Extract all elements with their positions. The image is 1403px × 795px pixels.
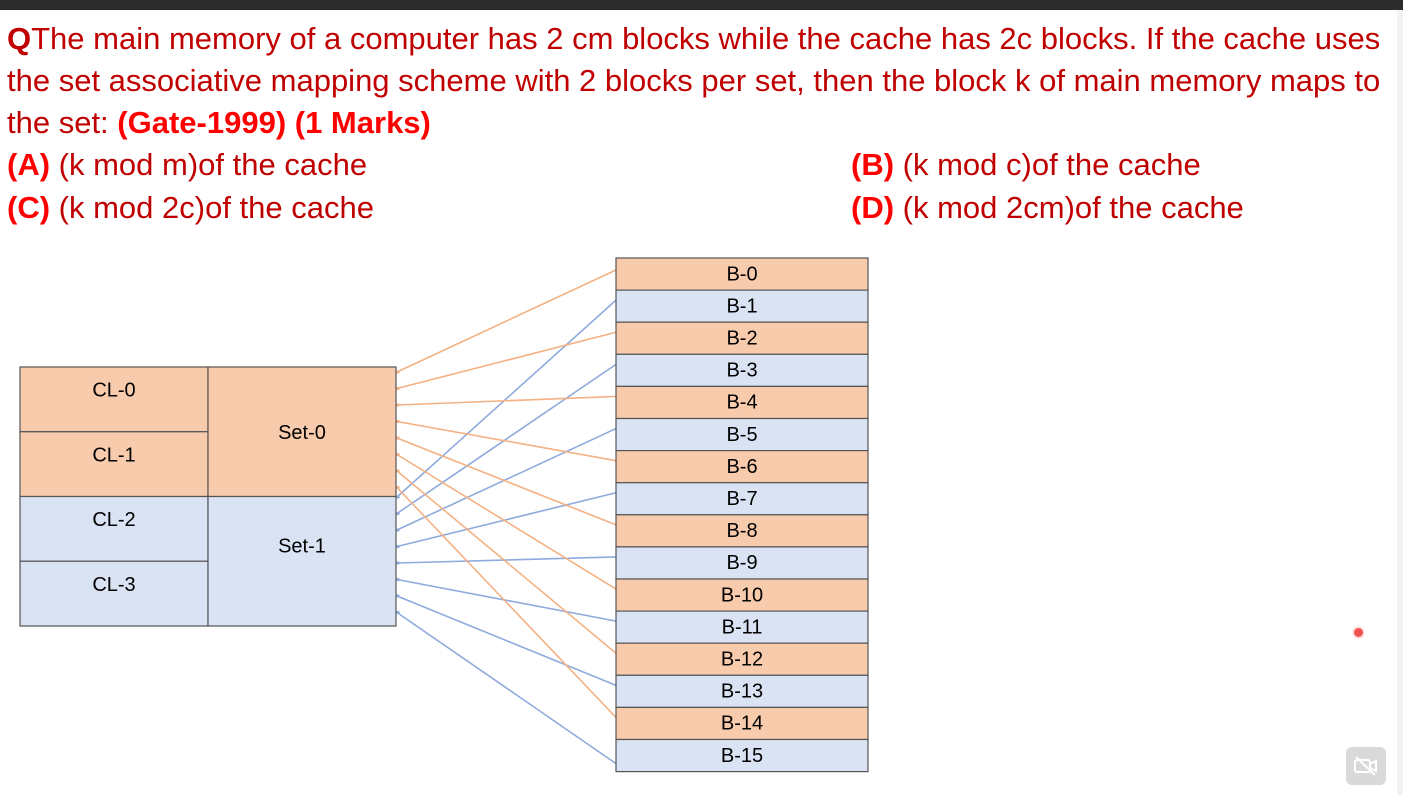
mapping-line-15 xyxy=(396,611,617,765)
option-b-label: (B) xyxy=(851,147,895,182)
memory-block-label: B-4 xyxy=(726,392,757,414)
question-text: QThe main memory of a computer has 2 cm … xyxy=(7,18,1397,144)
mapping-arrow-14 xyxy=(396,485,400,490)
option-a: (A) (k mod m)of the cache xyxy=(7,144,367,186)
option-d-text: (k mod 2cm)of the cache xyxy=(894,190,1244,225)
option-b-text: (k mod c)of the cache xyxy=(894,147,1201,182)
mapping-arrow-12 xyxy=(396,469,400,473)
record-dot-icon xyxy=(1354,628,1363,637)
mapping-arrow-2 xyxy=(396,386,400,391)
memory-block-5 xyxy=(615,417,869,452)
set-box-0 xyxy=(207,366,397,498)
option-c-label: (C) xyxy=(7,190,51,225)
cache-line-3 xyxy=(19,560,209,627)
set-box-1 xyxy=(207,495,397,627)
option-b: (B) (k mod c)of the cache xyxy=(851,144,1201,186)
memory-block-13 xyxy=(615,674,869,708)
memory-block-label: B-3 xyxy=(726,360,757,382)
mapping-line-5 xyxy=(396,427,617,531)
mapping-arrow-8 xyxy=(396,436,400,440)
memory-block-label: B-7 xyxy=(726,488,757,510)
cache-line-label: CL-2 xyxy=(92,509,135,531)
question-source: (Gate-1999) (1 Marks) xyxy=(117,105,431,140)
cache-line-1 xyxy=(19,431,209,498)
option-c: (C) (k mod 2c)of the cache xyxy=(7,187,374,229)
memory-block-11 xyxy=(615,610,869,644)
cache-line-label: CL-1 xyxy=(92,444,135,466)
option-d-label: (D) xyxy=(851,190,895,225)
mapping-line-13 xyxy=(396,595,617,687)
mapping-line-2 xyxy=(396,331,617,390)
set-label: Set-0 xyxy=(278,422,326,444)
mapping-line-14 xyxy=(396,486,617,719)
mapping-arrow-0 xyxy=(396,370,400,374)
memory-block-label: B-12 xyxy=(721,649,763,671)
cache-line-2 xyxy=(19,495,209,562)
mapping-line-7 xyxy=(396,491,617,548)
memory-block-8 xyxy=(615,514,869,548)
memory-block-label: B-14 xyxy=(721,713,763,735)
mapping-line-8 xyxy=(396,437,617,526)
memory-block-14 xyxy=(615,706,869,741)
memory-block-10 xyxy=(615,578,869,612)
top-bar xyxy=(0,0,1403,10)
memory-block-15 xyxy=(615,738,869,773)
scrollbar-track[interactable] xyxy=(1397,10,1403,795)
memory-block-label: B-9 xyxy=(726,552,757,574)
mapping-arrow-6 xyxy=(396,419,400,424)
memory-block-label: B-2 xyxy=(726,328,757,350)
mapping-arrow-4 xyxy=(396,403,400,407)
memory-block-12 xyxy=(615,642,869,676)
mapping-arrow-5 xyxy=(396,528,400,532)
memory-block-6 xyxy=(615,450,869,484)
memory-block-label: B-8 xyxy=(726,520,757,542)
memory-block-label: B-10 xyxy=(721,584,763,606)
set-label: Set-1 xyxy=(278,536,326,558)
mapping-line-1 xyxy=(396,299,617,498)
memory-block-label: B-5 xyxy=(726,424,757,446)
option-c-text: (k mod 2c)of the cache xyxy=(50,190,374,225)
option-a-text: (k mod m)of the cache xyxy=(50,147,368,182)
mapping-line-3 xyxy=(396,363,617,515)
memory-block-3 xyxy=(615,353,869,387)
video-off-icon[interactable] xyxy=(1346,747,1386,785)
memory-block-label: B-1 xyxy=(726,295,757,317)
memory-block-2 xyxy=(615,321,869,355)
mapping-line-4 xyxy=(396,395,617,406)
mapping-line-10 xyxy=(396,453,617,590)
memory-block-9 xyxy=(615,546,869,580)
mapping-arrow-3 xyxy=(396,511,400,516)
memory-block-label: B-0 xyxy=(726,263,757,285)
memory-block-label: B-15 xyxy=(721,745,763,767)
mapping-arrow-11 xyxy=(396,577,400,582)
memory-block-7 xyxy=(615,482,869,516)
mapping-line-12 xyxy=(396,470,617,654)
mapping-arrow-10 xyxy=(396,452,400,457)
mapping-arrow-7 xyxy=(396,544,400,549)
memory-block-label: B-13 xyxy=(721,681,763,703)
mapping-arrow-15 xyxy=(396,610,400,615)
memory-block-label: B-11 xyxy=(722,616,763,638)
mapping-line-9 xyxy=(396,556,617,564)
mapping-line-0 xyxy=(396,269,617,373)
mapping-arrow-1 xyxy=(396,495,400,499)
question-mark: Q xyxy=(7,21,32,56)
option-a-label: (A) xyxy=(7,147,51,182)
cache-line-label: CL-0 xyxy=(92,380,135,402)
memory-block-label: B-6 xyxy=(726,456,757,478)
memory-block-4 xyxy=(615,385,869,420)
cache-line-label: CL-3 xyxy=(92,574,135,596)
question-body: The main memory of a computer has 2 cm b… xyxy=(7,21,1381,140)
mapping-arrow-13 xyxy=(396,594,400,598)
memory-block-0 xyxy=(615,257,869,291)
mapping-line-11 xyxy=(396,578,617,622)
mapping-line-6 xyxy=(396,420,617,462)
mapping-arrow-9 xyxy=(396,561,400,565)
option-d: (D) (k mod 2cm)of the cache xyxy=(851,187,1244,229)
memory-block-1 xyxy=(615,289,869,323)
cache-line-0 xyxy=(19,366,209,433)
